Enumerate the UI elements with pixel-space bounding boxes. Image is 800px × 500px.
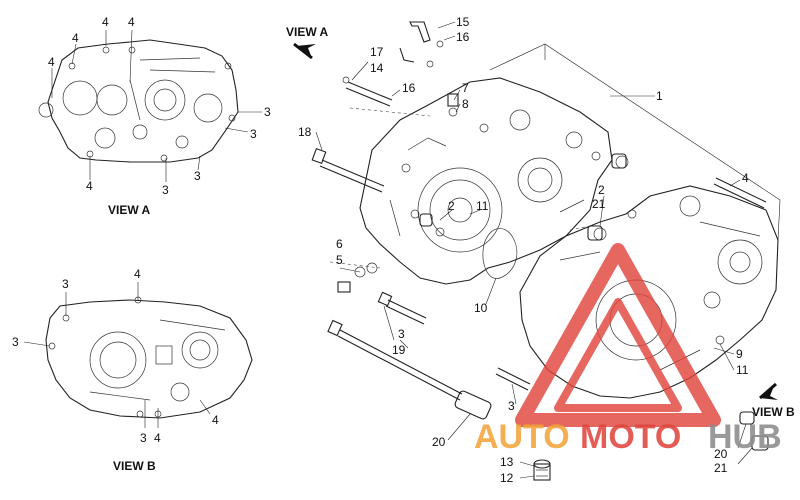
tube-14	[342, 76, 393, 107]
cap-nut-right	[739, 411, 769, 451]
callout-11: 11	[736, 363, 749, 377]
bolt-3-right	[495, 367, 531, 391]
watermark-wordmark: AUTO MOTO HUB	[474, 418, 782, 456]
view-b-leaders	[23, 282, 211, 428]
view-b-pointer-label: VIEW B	[752, 405, 795, 419]
assembly-reference-lines	[489, 43, 781, 241]
callout-3: 3	[508, 399, 515, 413]
callout-19: 19	[392, 343, 406, 357]
dowel-pins	[419, 153, 627, 241]
callout-view-a: 3	[250, 127, 257, 141]
callout-view-b: 3	[62, 277, 69, 291]
callout-9: 9	[736, 347, 743, 361]
callout-view-b: 4	[212, 413, 219, 427]
callout-18: 18	[298, 125, 312, 139]
callout-20: 20	[432, 435, 446, 449]
callout-15: 15	[456, 15, 470, 29]
callout-view-a: 4	[102, 15, 109, 29]
callout-view-b: 4	[154, 431, 161, 445]
crankcase-gasket	[482, 228, 518, 279]
view-a-leaders	[51, 29, 262, 182]
callout-5: 5	[336, 253, 343, 267]
callout-11: 11	[476, 199, 489, 213]
callout-view-a: 3	[194, 169, 201, 183]
callout-view-a: 3	[264, 105, 271, 119]
dashed-guides	[329, 107, 591, 269]
bolt-4-right	[713, 177, 767, 209]
callout-view-a: 4	[128, 15, 135, 29]
callout-view-b: 3	[12, 335, 19, 349]
callout-21: 21	[714, 461, 728, 475]
plug-5-6	[337, 262, 378, 293]
bolt-19	[327, 319, 463, 401]
callout-12: 12	[500, 471, 514, 485]
callout-view-a: 3	[162, 183, 169, 197]
callout-3: 3	[398, 327, 405, 341]
callout-6: 6	[336, 237, 343, 251]
view-a-caption: VIEW A	[108, 203, 151, 217]
watermark-triangle-icon	[515, 243, 721, 427]
view-a-drawing	[38, 39, 239, 163]
view-b-caption: VIEW B	[113, 459, 156, 473]
callout-view-b: 3	[140, 431, 147, 445]
watermark-word-auto: AUTO	[474, 418, 570, 456]
callout-view-a: 4	[48, 55, 55, 69]
view-a-arrow-icon	[293, 42, 316, 60]
callout-7: 7	[462, 81, 469, 95]
callout-view-a: 4	[86, 179, 93, 193]
callout-2: 2	[448, 199, 455, 213]
right-crankcase-half	[519, 155, 779, 399]
callout-view-a: 4	[72, 31, 79, 45]
callout-21: 21	[592, 197, 606, 211]
callout-2: 2	[598, 183, 605, 197]
main-leaders	[315, 21, 753, 479]
callout-10: 10	[474, 301, 488, 315]
breather-fitting	[399, 21, 444, 68]
sleeve-20	[454, 390, 492, 420]
callout-16: 16	[456, 30, 470, 44]
callout-17: 17	[370, 45, 384, 59]
drain-plug	[533, 459, 551, 481]
callout-13: 13	[500, 455, 514, 469]
callout-view-b: 4	[134, 267, 141, 281]
callout-8: 8	[462, 97, 469, 111]
callout-1: 1	[656, 89, 663, 103]
callout-20: 20	[714, 447, 728, 461]
callout-4: 4	[742, 171, 749, 185]
watermark-inner-triangle-icon	[554, 298, 682, 412]
bolt-18	[311, 147, 385, 193]
stud-3	[377, 291, 427, 325]
left-crankcase-half	[359, 77, 613, 285]
callout-14: 14	[370, 61, 384, 75]
watermark-logo	[515, 243, 721, 427]
view-b-arrow-icon	[759, 382, 778, 400]
watermark-word-hub: HUB	[708, 418, 782, 456]
view-b-drawing	[45, 296, 253, 419]
watermark-word-moto: MOTO	[580, 418, 681, 456]
fitting-7-8	[447, 93, 459, 117]
view-a-pointer-label: VIEW A	[286, 25, 329, 39]
callout-16: 16	[402, 81, 416, 95]
